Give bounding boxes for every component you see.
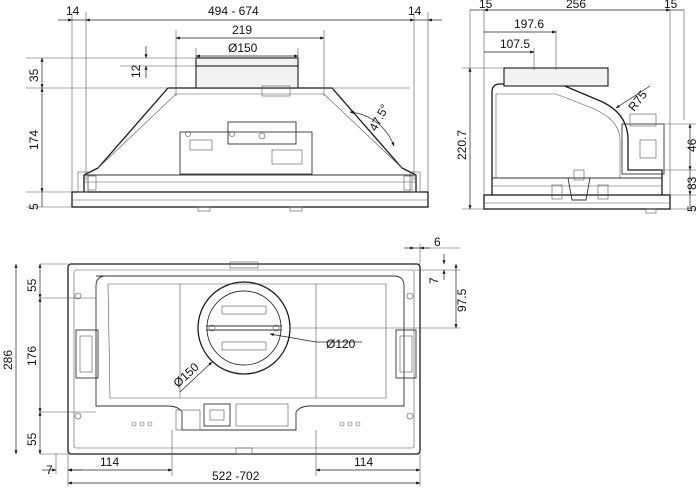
front-view: 14 494 - 674 14 219 Ø150 12 35 174 5 47.…	[26, 4, 442, 212]
side-depth: 256	[566, 0, 586, 11]
front-base-height: 5	[27, 203, 41, 210]
side-right-offset: 15	[664, 0, 678, 11]
top-total-depth: 286	[1, 350, 15, 370]
front-base-plate	[71, 191, 429, 208]
front-left-offset: 14	[66, 4, 80, 18]
side-duct-collar	[503, 67, 609, 87]
side-height-83: 83	[685, 176, 699, 190]
top-right-bracket	[395, 329, 417, 379]
front-collar-gap: 12	[129, 64, 143, 78]
top-duct-inner	[206, 290, 282, 366]
front-width-range: 494 - 674	[208, 4, 259, 18]
side-left-offset: 15	[479, 0, 493, 11]
side-base-height: 5	[685, 205, 699, 212]
front-collar-height: 35	[27, 68, 41, 82]
top-corner-offset: 7	[46, 463, 53, 477]
top-inner-diameter: Ø120	[326, 337, 356, 351]
front-hood-body	[83, 87, 417, 192]
side-base-plate	[483, 194, 671, 210]
front-blower-box	[179, 131, 313, 175]
front-duct-diameter: Ø150	[228, 41, 258, 55]
side-motor-block	[621, 123, 665, 175]
top-edge-side: 7	[427, 277, 441, 284]
top-view: 6 7 97.5 286 55 176 55 7 114 114 522 -70…	[1, 235, 469, 486]
side-height-46: 46	[685, 138, 699, 152]
front-duct-offset: 219	[232, 23, 252, 37]
top-duct-outer	[197, 281, 291, 375]
top-outer-diameter: Ø150	[170, 360, 201, 390]
side-duct-depth-2: 107.5	[500, 37, 530, 51]
top-width-range: 522 -702	[212, 469, 260, 483]
top-center-depth: 97.5	[455, 288, 469, 312]
top-left-bracket	[75, 329, 99, 379]
top-depth-top: 55	[25, 278, 39, 292]
front-body-height: 174	[27, 130, 41, 150]
side-radius: R75	[625, 88, 650, 114]
top-depth-bottom: 55	[25, 432, 39, 446]
side-total-height: 220.7	[455, 130, 469, 160]
top-right-offset: 114	[354, 455, 373, 469]
top-outer-plate	[67, 263, 421, 455]
top-left-offset: 114	[100, 455, 119, 469]
front-angle: 47.5°	[366, 102, 392, 134]
top-edge-offset: 6	[434, 235, 441, 249]
front-right-offset: 14	[408, 4, 422, 18]
top-power-socket	[203, 403, 231, 427]
side-hood-body	[491, 83, 663, 195]
side-duct-depth-1: 197.6	[514, 17, 544, 31]
top-inner-body	[95, 275, 405, 431]
top-depth-mid: 176	[25, 346, 39, 366]
side-view: 15 256 15 197.6 107.5 R75 220.7 46 83 5	[455, 0, 699, 214]
